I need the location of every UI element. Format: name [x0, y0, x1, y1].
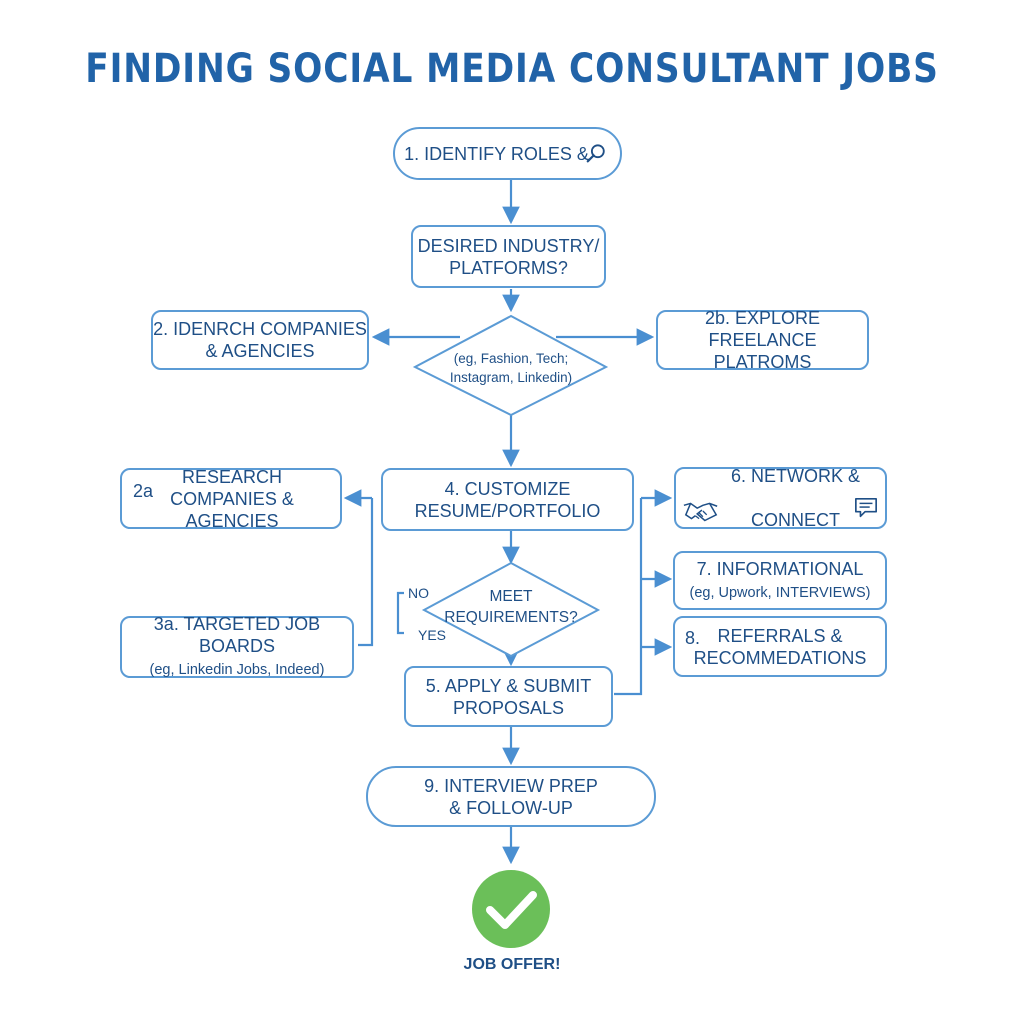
node-network-connect-label: 6. NETWORK & CONNECT: [731, 443, 860, 553]
node-network-number: 6. NETWORK &: [730, 466, 860, 486]
node-interview-prep-label: 9. INTERVIEW PREP & FOLLOW-UP: [424, 775, 598, 818]
node-customize-resume-label: 4. CUSTOMIZE RESUME/PORTFOLIO: [414, 478, 601, 521]
node-apply-submit: 5. APPLY & SUBMIT PROPOSALS: [404, 666, 613, 727]
handshake-icon: [683, 502, 718, 522]
node-informational-label: 7. INFORMATIONAL: [696, 558, 864, 579]
node-desired-industry: DESIRED INDUSTRY/ PLATFORMS?: [411, 225, 606, 288]
decision-diamond-industry: [412, 314, 609, 417]
yes-label: YES: [418, 627, 447, 643]
node-targeted-label: 3a. TARGETED JOB BOARDS: [153, 614, 321, 656]
chat-bubble-icon: [855, 497, 877, 518]
node-customize-resume: 4. CUSTOMIZE RESUME/PORTFOLIO: [381, 468, 634, 531]
node-explore-freelance: 2b. EXPLORE FREELANCE PLATROMS: [656, 308, 869, 372]
arrow-left-bracket: [358, 498, 374, 647]
no-label: NO: [408, 585, 429, 601]
node-referrals-number: 8.: [685, 628, 701, 648]
job-offer-label: JOB OFFER!: [463, 956, 561, 973]
diamond-requirements-text: MEET REQUIREMENTS?: [444, 588, 578, 626]
diamond-industry-text: (eg, Fashion, Tech; Instagram, Linkedin): [449, 351, 573, 385]
node-explore-freelance-label: 2b. EXPLORE FREELANCE PLATROMS: [704, 308, 821, 372]
node-referrals: 8. REFERRALS & RECOMMEDATIONS: [673, 616, 887, 677]
node-targeted-job-boards: 3a. TARGETED JOB BOARDS (eg, Linkedin Jo…: [120, 614, 354, 678]
node-desired-industry-label: DESIRED INDUSTRY/ PLATFORMS?: [417, 235, 600, 278]
node-informational: 7. INFORMATIONAL (eg, Upwork, INTERVIEWS…: [673, 551, 887, 610]
job-offer-circle: [472, 870, 550, 948]
node-identify-roles: 1. IDENTIFY ROLES &: [393, 127, 622, 180]
no-yes-bracket: [396, 591, 404, 635]
arrow-right-bracket: [614, 498, 643, 696]
search-icon: [586, 144, 605, 163]
node-network-connect: 6. NETWORK & CONNECT: [674, 466, 887, 530]
node-idenrch-companies-label: 2. IDENRCH COMPANIES & AGENCIES: [153, 319, 367, 361]
node-apply-submit-label: 5. APPLY & SUBMIT PROPOSALS: [425, 675, 592, 718]
node-informational-sub: (eg, Upwork, INTERVIEWS): [689, 584, 871, 601]
node-interview-prep: 9. INTERVIEW PREP & FOLLOW-UP: [366, 766, 656, 827]
node-targeted-sub: (eg, Linkedin Jobs, Indeed): [149, 662, 325, 678]
node-research-number: 2a: [133, 481, 154, 501]
node-referrals-label: REFERRALS & RECOMMEDATIONS: [693, 625, 867, 668]
node-identify-roles-label: 1. IDENTIFY ROLES &: [404, 143, 589, 164]
node-research-companies-label: RESEARCH COMPANIES & AGENCIES: [170, 466, 294, 531]
node-idenrch-companies: 2. IDENRCH COMPANIES & AGENCIES: [151, 310, 369, 370]
checkmark-icon: [486, 891, 537, 929]
decision-diamond-requirements: [421, 561, 601, 658]
node-network-text: CONNECT: [750, 510, 840, 530]
page-title: FINDING SOCIAL MEDIA CONSULTANT JOBS: [85, 46, 939, 92]
node-research-companies: 2a RESEARCH COMPANIES & AGENCIES: [120, 466, 342, 531]
